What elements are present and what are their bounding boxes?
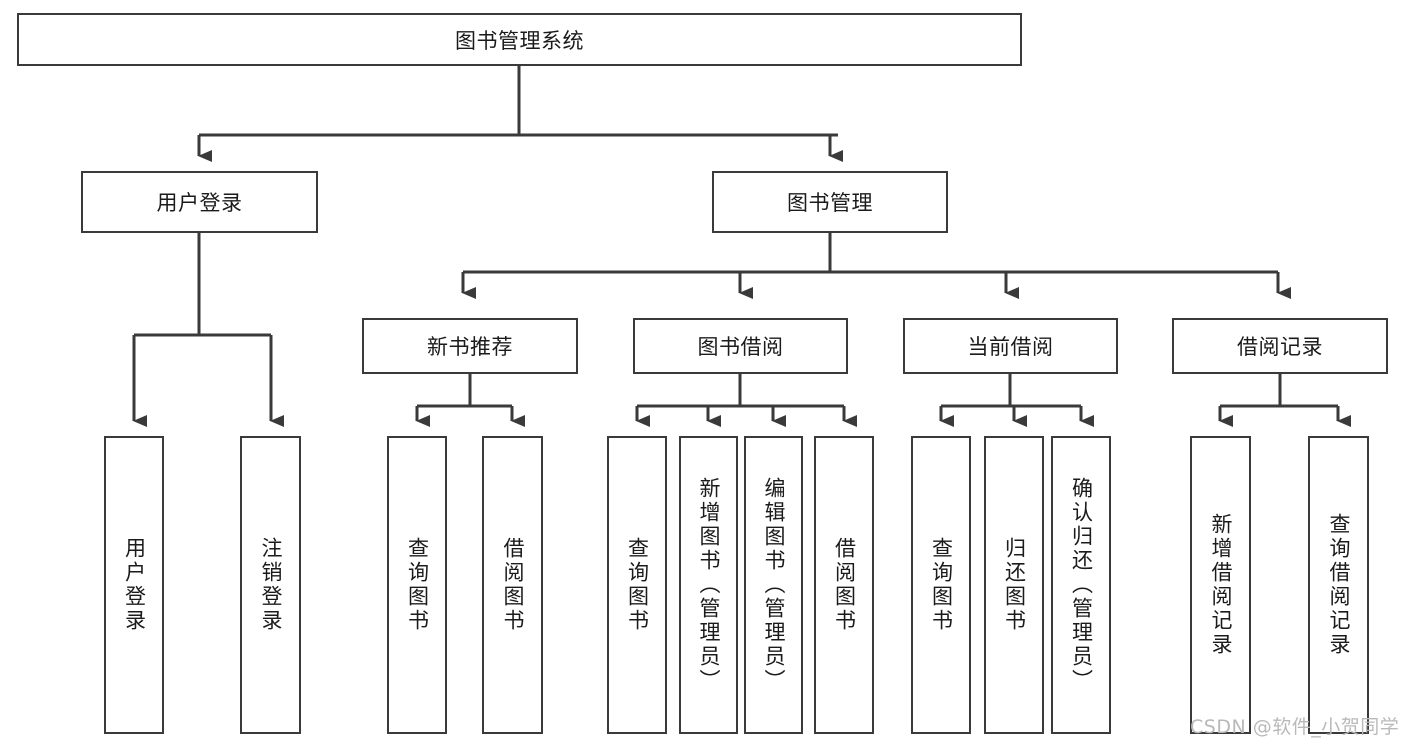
node-leaf-0-label: 用户登录 <box>122 537 147 633</box>
node-level3-1-label: 图书借阅 <box>697 335 784 359</box>
node-leaf-9-label: 归还图书 <box>1002 537 1027 633</box>
node-leaf-8[interactable]: 查询图书 <box>911 436 971 734</box>
node-level3-0[interactable]: 新书推荐 <box>362 318 578 374</box>
node-leaf-11[interactable]: 新增借阅记录 <box>1190 436 1251 734</box>
node-level3-2-label: 当前借阅 <box>967 335 1054 359</box>
node-level2-0[interactable]: 用户登录 <box>81 171 318 233</box>
node-leaf-12-label: 查询借阅记录 <box>1327 513 1351 657</box>
node-root-label: 图书管理系统 <box>455 28 584 53</box>
node-leaf-1-label: 注销登录 <box>259 537 283 633</box>
node-level2-1[interactable]: 图书管理 <box>712 171 948 233</box>
node-leaf-1[interactable]: 注销登录 <box>240 436 301 734</box>
node-leaf-6-label: 编辑图书（管理员） <box>762 477 786 693</box>
node-leaf-5[interactable]: 新增图书（管理员） <box>679 436 738 734</box>
node-level3-1[interactable]: 图书借阅 <box>633 318 848 374</box>
node-leaf-9[interactable]: 归还图书 <box>984 436 1044 734</box>
node-root[interactable]: 图书管理系统 <box>17 13 1022 66</box>
node-level2-0-label: 用户登录 <box>156 191 243 215</box>
node-leaf-12[interactable]: 查询借阅记录 <box>1308 436 1369 734</box>
node-leaf-7[interactable]: 借阅图书 <box>814 436 874 734</box>
node-leaf-2[interactable]: 查询图书 <box>387 436 447 734</box>
node-leaf-0[interactable]: 用户登录 <box>104 436 164 734</box>
node-leaf-10[interactable]: 确认归还（管理员） <box>1051 436 1111 734</box>
node-level3-3-label: 借阅记录 <box>1237 335 1323 359</box>
node-level3-3[interactable]: 借阅记录 <box>1172 318 1388 374</box>
node-leaf-8-label: 查询图书 <box>929 537 954 633</box>
node-leaf-2-label: 查询图书 <box>405 537 430 633</box>
node-leaf-10-label: 确认归还（管理员） <box>1069 477 1094 693</box>
node-leaf-4-label: 查询图书 <box>625 537 650 633</box>
node-leaf-3[interactable]: 借阅图书 <box>482 436 543 734</box>
node-leaf-11-label: 新增借阅记录 <box>1209 513 1233 657</box>
node-leaf-7-label: 借阅图书 <box>832 537 857 633</box>
node-level3-2[interactable]: 当前借阅 <box>903 318 1118 374</box>
node-leaf-3-label: 借阅图书 <box>501 537 525 633</box>
node-level3-0-label: 新书推荐 <box>427 335 513 359</box>
node-level2-1-label: 图书管理 <box>787 191 873 215</box>
csdn-watermark: CSDN @软件_小贺同学 <box>1190 716 1400 738</box>
node-leaf-4[interactable]: 查询图书 <box>607 436 667 734</box>
node-leaf-5-label: 新增图书（管理员） <box>697 477 721 693</box>
node-leaf-6[interactable]: 编辑图书（管理员） <box>744 436 803 734</box>
